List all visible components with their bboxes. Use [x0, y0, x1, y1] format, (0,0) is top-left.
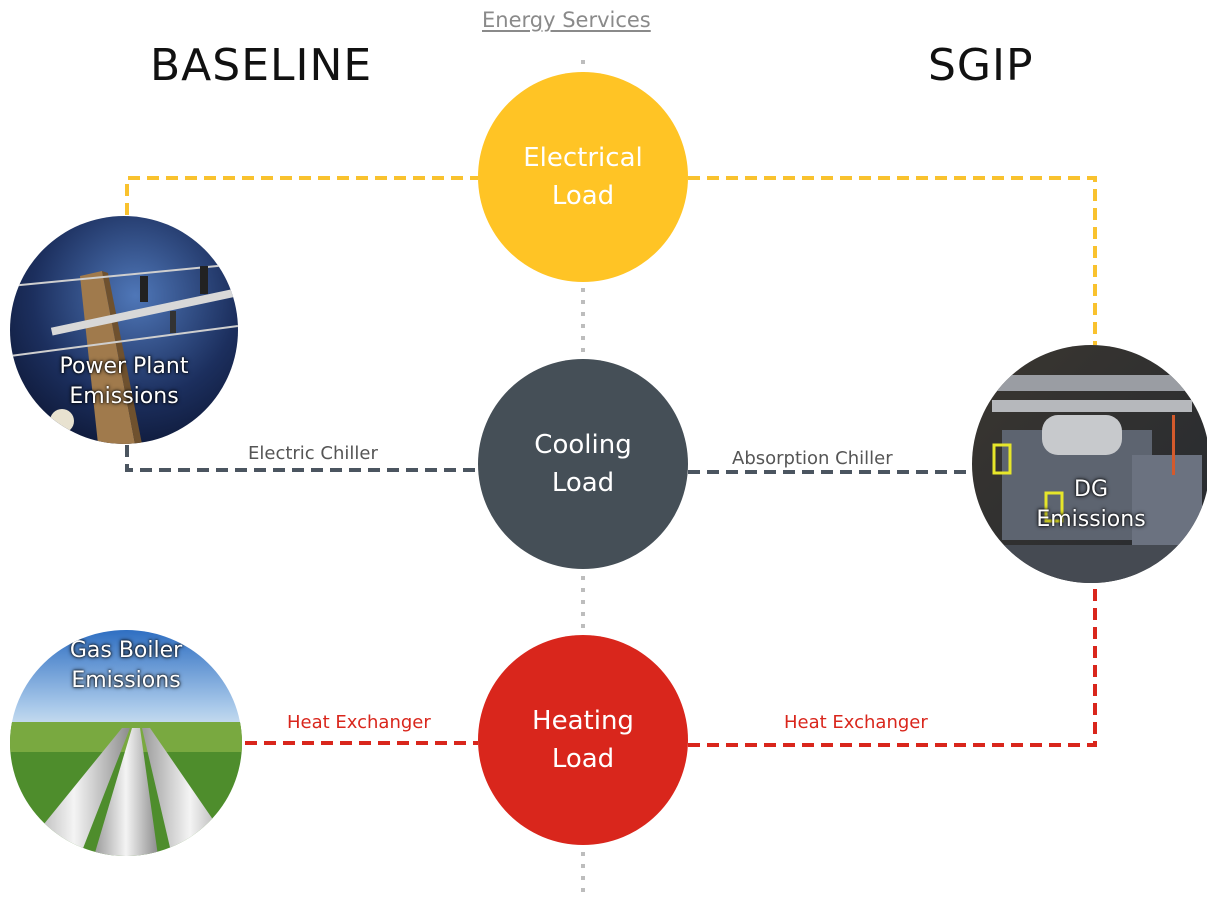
heating-load-node: Heating Load — [478, 635, 688, 845]
heating-load-label-line2: Load — [551, 744, 615, 774]
cooling-load-label-line2: Load — [551, 468, 615, 498]
heat-exchanger-left-label: Heat Exchanger — [287, 712, 431, 733]
generator-photo — [972, 345, 1207, 583]
electric-line-baseline — [125, 176, 478, 215]
heat-exchanger-right-label: Heat Exchanger — [784, 712, 928, 733]
power-plant-photo — [10, 216, 238, 444]
electric-line-sgip — [688, 176, 1097, 345]
power-plant-label-line2: Emissions — [69, 384, 179, 409]
electrical-load-label-line2: Load — [551, 181, 615, 211]
dg-label-line1: DG — [1074, 477, 1108, 502]
sgip-heading: SGIP — [928, 40, 1034, 91]
electric-chiller-label: Electric Chiller — [248, 443, 378, 464]
power-plant-label-line1: Power Plant — [59, 354, 189, 379]
absorption-chiller-label: Absorption Chiller — [732, 448, 893, 469]
dg-emissions-node: DG Emissions — [972, 345, 1207, 583]
electrical-load-node: Electrical Load — [478, 72, 688, 282]
gas-boiler-label-line2: Emissions — [71, 668, 181, 693]
heating-line-sgip — [688, 582, 1097, 747]
baseline-heading: BASELINE — [150, 40, 373, 91]
power-plant-emissions-node: Power Plant Emissions — [10, 216, 238, 444]
energy-services-heading: Energy Services — [482, 8, 651, 32]
dg-label-line2: Emissions — [1036, 507, 1146, 532]
cooling-load-node: Cooling Load — [478, 359, 688, 569]
cooling-load-label-line1: Cooling — [534, 430, 632, 460]
gas-boiler-emissions-node: Gas Boiler Emissions — [10, 630, 242, 856]
gas-pipeline-photo — [10, 630, 242, 856]
cooling-line-baseline — [125, 445, 478, 472]
electrical-load-label-line1: Electrical — [523, 143, 643, 173]
heating-load-label-line1: Heating — [532, 706, 634, 736]
gas-boiler-label-line1: Gas Boiler — [69, 638, 183, 663]
